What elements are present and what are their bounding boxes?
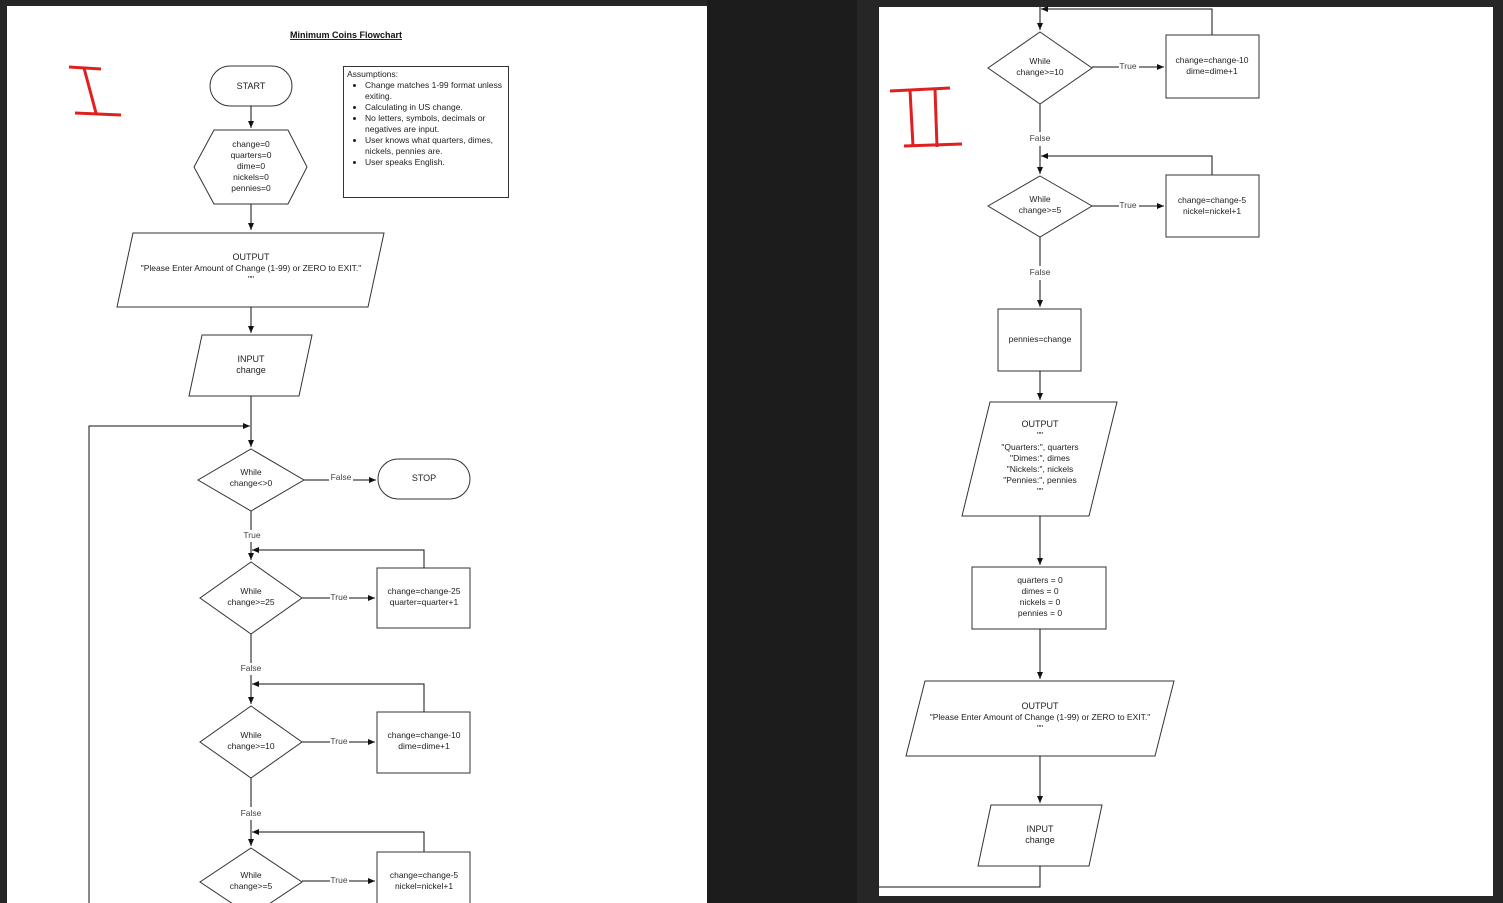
init-preparation: [193, 129, 308, 205]
decision-text: While: [240, 586, 262, 596]
process-pennies: [997, 308, 1082, 372]
prompt-tail: "": [248, 274, 254, 284]
input-change: [188, 334, 313, 397]
decision-text: change>=10: [227, 741, 275, 751]
true-label: True: [1119, 200, 1136, 210]
decision-text: change>=10: [1016, 67, 1064, 77]
process-quarters: [376, 567, 471, 629]
decision-text: change<>0: [230, 478, 273, 488]
assumptions-heading: Assumptions:: [347, 69, 399, 79]
false-label: False: [1030, 133, 1051, 143]
process-text: quarters = 0: [1017, 575, 1063, 585]
prompt-text: "Please Enter Amount of Change (1-99) or…: [141, 263, 362, 273]
decision-text: While: [240, 730, 262, 740]
false-label: False: [331, 472, 352, 482]
false-label: False: [1030, 267, 1051, 277]
true-label: True: [330, 736, 347, 746]
chart-title: Minimum Coins Flowchart: [290, 30, 402, 40]
init-line: change=0: [232, 139, 270, 149]
process-dimes-2: [1165, 34, 1260, 99]
results-head: OUTPUT: [1022, 419, 1060, 429]
process-text: dime=dime+1: [1186, 66, 1238, 76]
prompt-head: OUTPUT: [1022, 701, 1060, 711]
process-text: dimes = 0: [1021, 586, 1058, 596]
process-text: quarter=quarter+1: [390, 597, 459, 607]
true-label: True: [330, 875, 347, 885]
stop-label: STOP: [412, 473, 436, 483]
decision-text: While: [240, 870, 262, 880]
assumption-item: Change matches 1-99 format unless exitin…: [365, 80, 505, 102]
input-var: change: [1025, 835, 1055, 845]
process-nickels-2: [1165, 174, 1260, 238]
process-text: pennies=change: [1009, 334, 1072, 344]
loop-back-line: [88, 423, 250, 903]
results-line: "": [1037, 430, 1043, 440]
prompt-text: "Please Enter Amount of Change (1-99) or…: [930, 712, 1151, 722]
init-line: pennies=0: [231, 183, 271, 193]
true-label: True: [243, 530, 260, 540]
decision-text: While: [1029, 56, 1051, 66]
prompt-output-2: [905, 680, 1175, 757]
decision-text: While: [1029, 194, 1051, 204]
process-text: nickels = 0: [1020, 597, 1061, 607]
process-text: change=change-10: [387, 730, 460, 740]
decision-nickels: [199, 847, 303, 903]
results-line: "Pennies:", pennies: [1003, 475, 1077, 485]
stop-terminal: [377, 458, 471, 500]
assumptions-box: Assumptions: Change matches 1-99 format …: [343, 66, 509, 198]
false-label: False: [241, 663, 262, 673]
input-head: INPUT: [1027, 824, 1055, 834]
process-text: change=change-5: [1178, 195, 1247, 205]
prompt-tail: "": [1037, 723, 1043, 733]
process-text: dime=dime+1: [398, 741, 450, 751]
init-line: nickels=0: [233, 172, 269, 182]
results-line: "Nickels:", nickels: [1007, 464, 1074, 474]
process-text: pennies = 0: [1018, 608, 1062, 618]
decision-text: change>=5: [1019, 205, 1062, 215]
input-change-2: [977, 804, 1103, 867]
process-text: change=change-10: [1175, 55, 1248, 65]
assumption-item: User speaks English.: [365, 157, 505, 168]
assumption-item: User knows what quarters, dimes, nickels…: [365, 135, 505, 157]
decision-text: change>=5: [230, 881, 273, 891]
results-line: "Quarters:", quarters: [1001, 442, 1078, 452]
process-reset: [971, 566, 1107, 630]
input-head: INPUT: [238, 354, 266, 364]
loop-back-line: [879, 866, 1041, 888]
process-dimes: [376, 711, 471, 774]
process-text: change=change-25: [387, 586, 460, 596]
prompt-head: OUTPUT: [233, 252, 271, 262]
init-line: dime=0: [237, 161, 265, 171]
page-gap: [707, 0, 857, 903]
input-var: change: [236, 365, 266, 375]
results-output: [961, 401, 1118, 517]
true-label: True: [330, 592, 347, 602]
decision-text: change>=25: [227, 597, 275, 607]
process-nickels: [376, 851, 471, 903]
results-line: "Dimes:", dimes: [1010, 453, 1070, 463]
start-label: START: [237, 81, 266, 91]
init-line: quarters=0: [231, 150, 272, 160]
part-one-marker: [68, 65, 122, 117]
part-two-marker: [889, 86, 963, 148]
process-text: change=change-5: [390, 870, 459, 880]
assumptions-list: Change matches 1-99 format unless exitin…: [347, 80, 505, 168]
process-text: nickel=nickel+1: [395, 881, 453, 891]
assumption-item: No letters, symbols, decimals or negativ…: [365, 113, 505, 135]
true-label: True: [1119, 61, 1136, 71]
assumption-item: Calculating in US change.: [365, 102, 505, 113]
false-label: False: [241, 808, 262, 818]
process-text: nickel=nickel+1: [1183, 206, 1241, 216]
results-line: "": [1037, 486, 1043, 496]
page-left: [7, 6, 707, 903]
decision-text: While: [240, 467, 262, 477]
prompt-output: [116, 232, 385, 308]
